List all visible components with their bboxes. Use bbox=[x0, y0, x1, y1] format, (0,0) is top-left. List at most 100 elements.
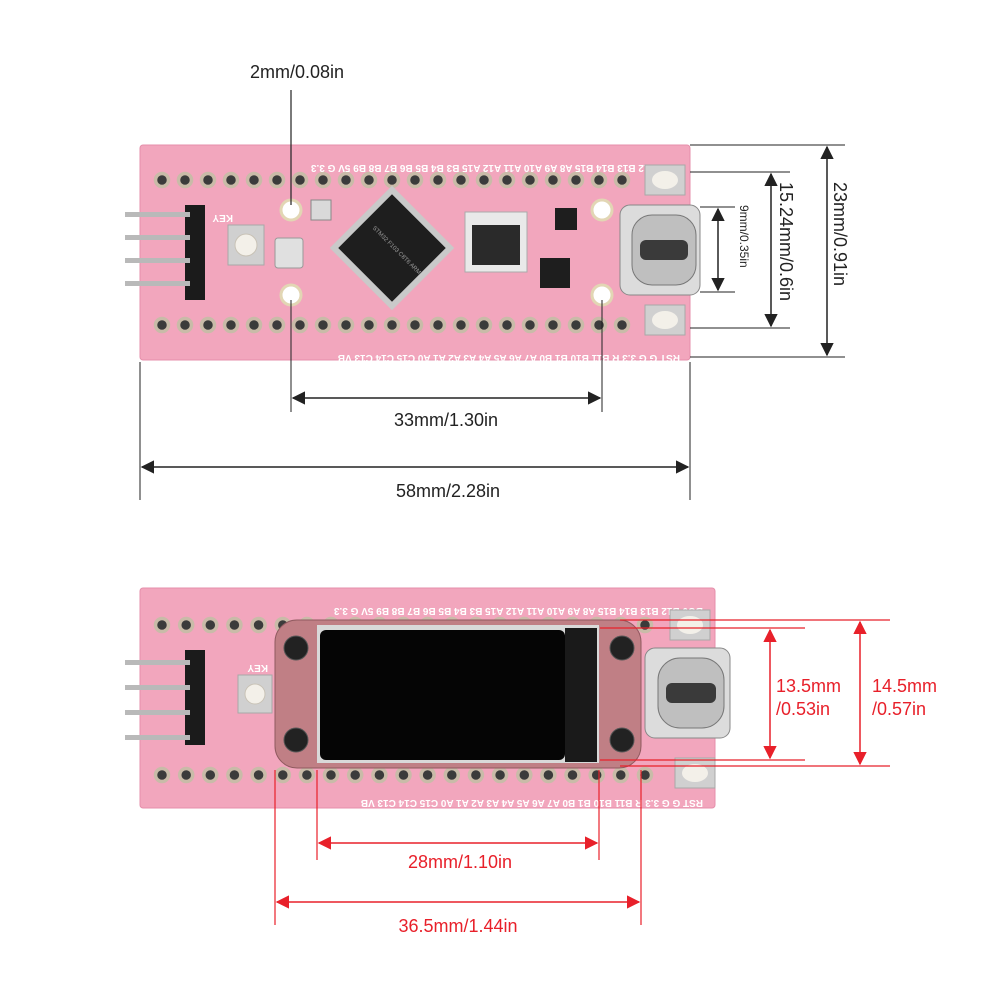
pin-pad bbox=[291, 171, 309, 189]
bottom-key-button bbox=[237, 674, 273, 714]
pin-pad bbox=[314, 316, 332, 334]
pin-pad bbox=[153, 171, 171, 189]
pin-pad bbox=[613, 171, 631, 189]
top-header-pins bbox=[125, 205, 205, 300]
pin-pad bbox=[498, 316, 516, 334]
pin-pad bbox=[298, 766, 316, 784]
display-width-label: 28mm/1.10in bbox=[408, 852, 512, 872]
pin-pad bbox=[360, 316, 378, 334]
pin-pad bbox=[395, 766, 412, 784]
top-mount-hole-right-upper bbox=[590, 198, 614, 222]
bottom-pin-row-lower bbox=[153, 766, 654, 784]
top-silk-lower: RST G G 3.3 R B11 B10 B1 B0 A7 A6 A5 A4 … bbox=[338, 352, 680, 363]
pin-pad bbox=[521, 171, 539, 189]
hole-spacing-label: 33mm/1.30in bbox=[394, 410, 498, 430]
pin-pad bbox=[636, 766, 654, 784]
pin-pad bbox=[516, 766, 533, 784]
module-width-label: 36.5mm/1.44in bbox=[398, 916, 517, 936]
pin-pad bbox=[567, 316, 585, 334]
pin-pad bbox=[383, 316, 401, 334]
pin-pad bbox=[250, 766, 267, 784]
bottom-board: BO0 B12 B13 B14 B15 A8 A9 A10 A11 A12 A1… bbox=[125, 587, 731, 809]
pin-pad bbox=[177, 616, 195, 634]
pin-pad bbox=[612, 766, 630, 784]
pin-pad bbox=[475, 316, 493, 334]
top-pin-row-upper bbox=[153, 171, 631, 189]
pin-pad bbox=[491, 766, 509, 784]
top-usb-c-port bbox=[619, 204, 701, 296]
pin-pad bbox=[521, 316, 539, 334]
lcd-screen bbox=[320, 630, 565, 760]
bottom-key-label: KEY bbox=[247, 662, 268, 673]
pin-pad bbox=[337, 171, 355, 189]
display-height-in: /0.53in bbox=[776, 699, 830, 719]
pin-pad bbox=[346, 766, 364, 784]
pin-pad bbox=[590, 171, 608, 189]
lcd-module bbox=[274, 619, 642, 769]
top-board: BO0 B12 B13 B14 B15 A8 A9 A10 A11 A12 A1… bbox=[125, 144, 701, 363]
top-crystal bbox=[274, 237, 304, 269]
pin-pad bbox=[498, 171, 516, 189]
board-width-label: 23mm/0.91in bbox=[830, 182, 850, 286]
pin-pad bbox=[314, 171, 332, 189]
pin-pad bbox=[153, 616, 171, 634]
usb-width-label: 9mm/0.35in bbox=[737, 205, 751, 268]
top-boot-button bbox=[644, 164, 686, 196]
pin-pad bbox=[245, 316, 263, 334]
pin-pad bbox=[153, 316, 171, 334]
pin-pad bbox=[250, 616, 267, 634]
pin-pad bbox=[383, 171, 401, 189]
pin-pad bbox=[371, 766, 388, 784]
pin-pad bbox=[540, 766, 557, 784]
top-dimensions: 2mm/0.08in 33mm/1.30in 58mm/2.28in 23mm/… bbox=[139, 62, 850, 501]
pin-pad bbox=[176, 171, 194, 189]
pin-pad bbox=[429, 316, 447, 334]
bottom-boot-button bbox=[669, 609, 711, 641]
module-height-mm: 14.5mm bbox=[872, 676, 937, 696]
bottom-header-pins bbox=[125, 650, 205, 745]
pin-pad bbox=[419, 766, 436, 784]
pin-pad bbox=[199, 171, 217, 189]
pin-pad bbox=[360, 171, 378, 189]
bottom-dimensions: 28mm/1.10in 36.5mm/1.44in 13.5mm /0.53in… bbox=[274, 619, 937, 936]
pin-pad bbox=[452, 316, 470, 334]
top-reset-button bbox=[644, 304, 686, 336]
pin-pad bbox=[613, 316, 631, 334]
pin-pad bbox=[291, 316, 309, 334]
bottom-usb-c-port bbox=[644, 647, 731, 739]
screw-top-left bbox=[283, 635, 309, 661]
pin-row-spacing-label: 15.24mm/0.6in bbox=[776, 182, 796, 301]
pin-pad bbox=[567, 171, 585, 189]
screw-bottom-left bbox=[283, 727, 309, 753]
pin-pad bbox=[274, 766, 292, 784]
pin-pad bbox=[222, 171, 240, 189]
pin-pad bbox=[202, 616, 219, 634]
pin-pad bbox=[268, 316, 286, 334]
pin-pad bbox=[443, 766, 461, 784]
pin-pad bbox=[544, 171, 562, 189]
bottom-silk-lower: RST G G 3.3 R B11 B10 B1 B0 A7 A6 A5 A4 … bbox=[361, 797, 703, 808]
top-regulator bbox=[540, 258, 570, 288]
pin-pad bbox=[222, 316, 240, 334]
module-height-in: /0.57in bbox=[872, 699, 926, 719]
pin-pad bbox=[199, 316, 217, 334]
pin-pad bbox=[475, 171, 493, 189]
hole-diameter-label: 2mm/0.08in bbox=[250, 62, 344, 82]
pin-pad bbox=[564, 766, 581, 784]
pin-pad bbox=[406, 171, 424, 189]
top-silk-upper: BO0 B12 B13 B14 B15 A8 A9 A10 A11 A12 A1… bbox=[310, 162, 680, 173]
pin-pad bbox=[467, 766, 485, 784]
display-height-mm: 13.5mm bbox=[776, 676, 841, 696]
pin-pad bbox=[226, 616, 243, 634]
top-key-button bbox=[227, 224, 265, 266]
pin-pad bbox=[452, 171, 470, 189]
pin-pad bbox=[245, 171, 263, 189]
pin-pad bbox=[177, 766, 195, 784]
bottom-reset-button bbox=[674, 757, 716, 789]
pin-pad bbox=[176, 316, 194, 334]
pin-pad bbox=[429, 171, 447, 189]
screw-top-right bbox=[609, 635, 635, 661]
pin-pad bbox=[153, 766, 171, 784]
screw-bottom-right bbox=[609, 727, 635, 753]
